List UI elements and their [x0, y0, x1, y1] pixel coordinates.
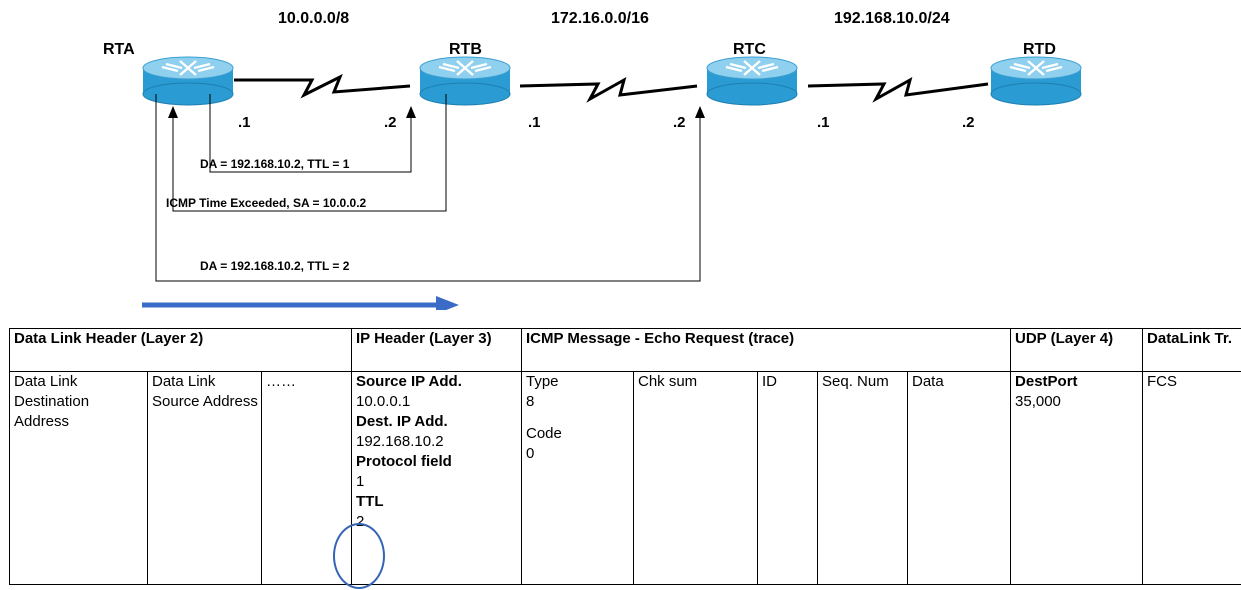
- network-label: 192.168.10.0/24: [834, 10, 950, 27]
- traceroute-diagram: 10.0.0.0/8 172.16.0.0/16 192.168.10.0/24…: [103, 10, 1083, 310]
- reply-label: ICMP Time Exceeded, SA = 10.0.0.2: [166, 196, 367, 210]
- code-label: Code: [526, 425, 562, 442]
- destport-value: 35,000: [1015, 393, 1061, 410]
- interface-label: .2: [384, 114, 397, 131]
- router-rtb-icon: [418, 55, 512, 107]
- router-label-rtd: RTD: [1023, 41, 1056, 58]
- network-label: 172.16.0.0/16: [551, 10, 649, 27]
- ip-proto-label: Protocol field: [356, 453, 452, 470]
- ip-ttl-label: TTL: [356, 493, 384, 510]
- dl-dest-cell: Data Link Destination Address: [9, 371, 148, 585]
- arrowhead: [406, 106, 416, 118]
- datalink-header: Data Link Header (Layer 2): [9, 328, 352, 372]
- icmp-seq-cell: Seq. Num: [817, 371, 908, 585]
- trailer-header: DataLink Tr.: [1142, 328, 1241, 372]
- router-rtc-icon: [705, 55, 799, 107]
- serial-link: [807, 76, 989, 103]
- direction-arrowhead: [436, 296, 459, 310]
- destport-label: DestPort: [1015, 373, 1078, 390]
- ip-proto-value: 1: [356, 473, 365, 490]
- arrowhead: [168, 106, 178, 118]
- interface-label: .2: [673, 114, 686, 131]
- code-value: 0: [526, 445, 535, 462]
- icmp-type-cell: Type 8 Code 0: [521, 371, 634, 585]
- interface-label: .2: [962, 114, 975, 131]
- type-value: 8: [526, 393, 535, 410]
- reply-path: [172, 94, 447, 212]
- icmp-chksum-cell: Chk sum: [633, 371, 758, 585]
- probe2-label: DA = 192.168.10.2, TTL = 2: [200, 259, 350, 273]
- ip-dst-value: 192.168.10.2: [356, 433, 444, 450]
- icmp-header: ICMP Message - Echo Request (trace): [520, 328, 1012, 372]
- ip-src-label: Source IP Add.: [356, 373, 462, 390]
- interface-label: .1: [238, 114, 251, 131]
- ip-src-value: 10.0.0.1: [356, 393, 411, 410]
- udp-cell: DestPort 35,000: [1010, 371, 1144, 585]
- router-label-rta: RTA: [103, 41, 135, 58]
- ip-ttl-value: 2: [356, 513, 365, 530]
- ip-header: IP Header (Layer 3): [351, 328, 522, 372]
- table-header-row: Data Link Header (Layer 2) IP Header (La…: [9, 328, 1241, 372]
- type-label: Type: [526, 373, 559, 390]
- probe2-path: [155, 94, 701, 282]
- table-body-row: Data Link Destination Address Data Link …: [9, 371, 1241, 585]
- probe1-path: [209, 94, 412, 173]
- dl-src-cell: Data Link Source Address: [147, 371, 262, 585]
- serial-link: [519, 76, 698, 103]
- interface-label: .1: [817, 114, 830, 131]
- udp-header: UDP (Layer 4): [1010, 328, 1144, 372]
- icmp-data-cell: Data: [906, 371, 1012, 585]
- ip-dst-label: Dest. IP Add.: [356, 413, 448, 430]
- icmp-id-cell: ID: [757, 371, 818, 585]
- serial-link: [234, 73, 411, 99]
- packet-format-table: Data Link Header (Layer 2) IP Header (La…: [9, 328, 1241, 585]
- router-label-rtb: RTB: [449, 41, 482, 58]
- network-label: 10.0.0.0/8: [278, 10, 349, 27]
- router-label-rtc: RTC: [733, 41, 766, 58]
- arrowhead: [695, 106, 705, 118]
- ttl-highlight-circle: [333, 523, 385, 589]
- router-rtd-icon: [989, 55, 1083, 107]
- interface-label: .1: [528, 114, 541, 131]
- probe1-label: DA = 192.168.10.2, TTL = 1: [200, 157, 350, 171]
- fcs-cell: FCS: [1142, 371, 1241, 585]
